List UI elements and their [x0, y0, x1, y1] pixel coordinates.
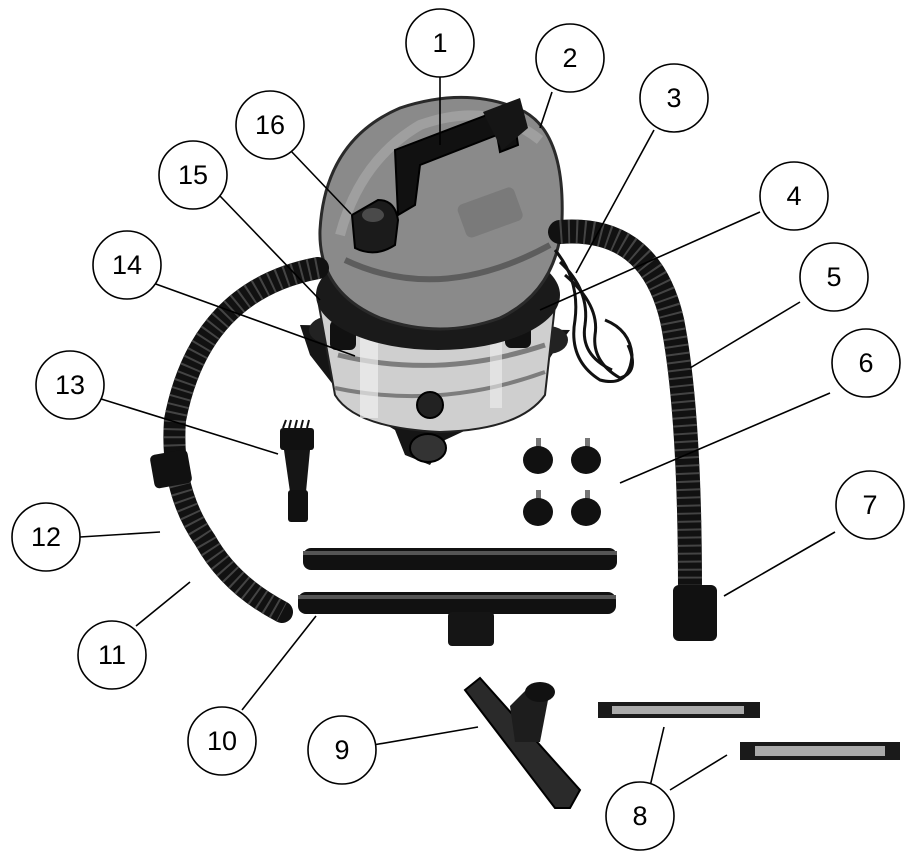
- squeegee-strip-2: [740, 742, 900, 760]
- power-cord: [553, 249, 634, 383]
- callout-5: 5: [799, 242, 869, 312]
- callout-16: 16: [235, 90, 305, 160]
- callout-10-label: 10: [207, 726, 237, 756]
- callout-15-label: 15: [178, 160, 208, 190]
- callout-10-circle: [187, 706, 257, 776]
- caster-1: [523, 438, 553, 474]
- callout-6-label: 6: [858, 348, 873, 378]
- squeegee-strip-1: [598, 702, 760, 718]
- callout-7: 7: [835, 470, 905, 540]
- callout-8-label: 8: [632, 801, 647, 831]
- callout-7-circle: [835, 470, 905, 540]
- callout-2: 2: [535, 23, 605, 93]
- caster-2: [571, 438, 601, 474]
- leader-lines: [79, 77, 836, 796]
- callout-16-circle: [235, 90, 305, 160]
- callout-13-label: 13: [55, 370, 85, 400]
- callout-12-label: 12: [31, 522, 61, 552]
- callout-4-circle: [759, 161, 829, 231]
- callout-9: 9: [307, 715, 377, 785]
- tube-clip: [448, 612, 494, 646]
- callout-13: 13: [35, 350, 105, 420]
- callout-11-label: 11: [98, 640, 126, 670]
- callout-8: 8: [605, 781, 675, 851]
- callout-15: 15: [158, 140, 228, 210]
- callout-2-label: 2: [562, 43, 577, 73]
- callout-1-label: 1: [432, 28, 447, 58]
- callout-7-label: 7: [862, 490, 877, 520]
- vacuum-unit: [300, 96, 570, 465]
- callout-3-circle: [639, 63, 709, 133]
- upholstery-brush: [280, 419, 314, 522]
- callout-1: 1: [405, 8, 475, 78]
- squeegee-strips: [598, 702, 900, 760]
- callout-12-circle: [11, 502, 81, 572]
- callout-16-label: 16: [255, 110, 285, 140]
- callout-1-circle: [405, 8, 475, 78]
- callout-3: 3: [639, 63, 709, 133]
- callout-9-label: 9: [334, 735, 349, 765]
- callout-10: 10: [187, 706, 257, 776]
- hose-cuff-right: [673, 585, 717, 641]
- callout-4-label: 4: [786, 181, 801, 211]
- callout-4: 4: [759, 161, 829, 231]
- casters: [523, 438, 601, 526]
- callout-14: 14: [92, 230, 162, 300]
- callout-14-circle: [92, 230, 162, 300]
- callout-11-circle: [77, 620, 147, 690]
- caster-3: [523, 490, 553, 526]
- callout-8-circle: [605, 781, 675, 851]
- extension-tubes: [298, 548, 617, 646]
- callout-9-circle: [307, 715, 377, 785]
- hose-inlet: [416, 391, 444, 419]
- callout-5-label: 5: [826, 262, 841, 292]
- callout-6: 6: [831, 328, 901, 398]
- callout-3-label: 3: [666, 83, 681, 113]
- callout-5-circle: [799, 242, 869, 312]
- floor-nozzle: [463, 676, 582, 809]
- callout-12: 12: [11, 502, 81, 572]
- caster-4: [571, 490, 601, 526]
- callout-15-circle: [158, 140, 228, 210]
- front-caster-mount: [409, 433, 447, 463]
- callout-14-label: 14: [112, 250, 142, 280]
- callout-13-circle: [35, 350, 105, 420]
- callout-6-circle: [831, 328, 901, 398]
- short-hose: [150, 257, 329, 623]
- callout-11: 11: [77, 620, 147, 690]
- long-hose: [548, 219, 717, 641]
- hose-coupler: [150, 449, 192, 489]
- callout-2-circle: [535, 23, 605, 93]
